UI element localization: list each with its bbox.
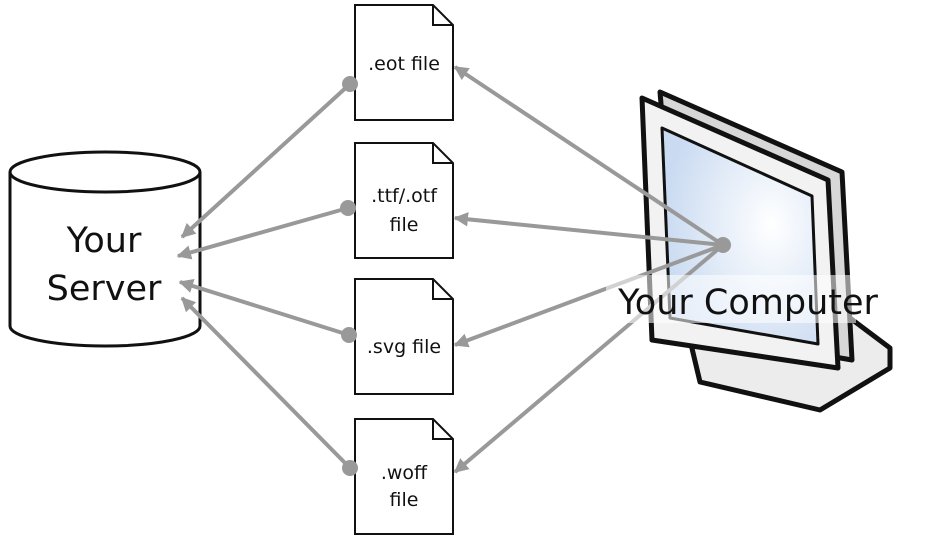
computer-label-group: Your Computer xyxy=(606,275,879,323)
arrow-woff-to-server xyxy=(180,296,352,470)
file-svg-label: .svg file xyxy=(367,336,441,358)
file-eot: .eot file xyxy=(354,4,454,121)
arrow-computer-to-ttf xyxy=(453,212,724,247)
file-woff-label-line2: file xyxy=(390,489,419,511)
dot-woff xyxy=(342,460,358,476)
computer-monitor xyxy=(639,89,893,413)
server-label-line2: Server xyxy=(47,269,162,309)
dot-computer xyxy=(715,237,731,253)
dot-svg xyxy=(341,327,357,343)
file-ttf-otf: .ttf/.otf file xyxy=(354,142,454,259)
connection-dots xyxy=(340,76,731,476)
arrows-files-to-server xyxy=(176,82,352,470)
computer-label-backdrop xyxy=(606,275,856,323)
arrow-eot-to-server xyxy=(180,82,352,239)
computer-label: Your Computer xyxy=(617,283,878,323)
arrow-computer-to-svg xyxy=(453,243,724,348)
file-svg: .svg file xyxy=(354,278,454,395)
file-ttf-otf-label-line2: file xyxy=(390,214,419,236)
dot-eot xyxy=(342,76,358,92)
file-woff: .woff file xyxy=(354,418,454,535)
dot-ttf xyxy=(340,200,356,216)
file-eot-label: .eot file xyxy=(368,53,440,75)
server-label-line1: Your xyxy=(66,221,142,261)
server-cylinder: Your Server xyxy=(8,150,202,348)
file-ttf-otf-label-line1: .ttf/.otf xyxy=(371,185,438,207)
arrow-computer-to-eot xyxy=(453,65,725,247)
arrow-ttf-to-server xyxy=(176,206,349,260)
arrow-svg-to-server xyxy=(178,279,350,337)
file-woff-label-line1: .woff xyxy=(381,462,428,484)
